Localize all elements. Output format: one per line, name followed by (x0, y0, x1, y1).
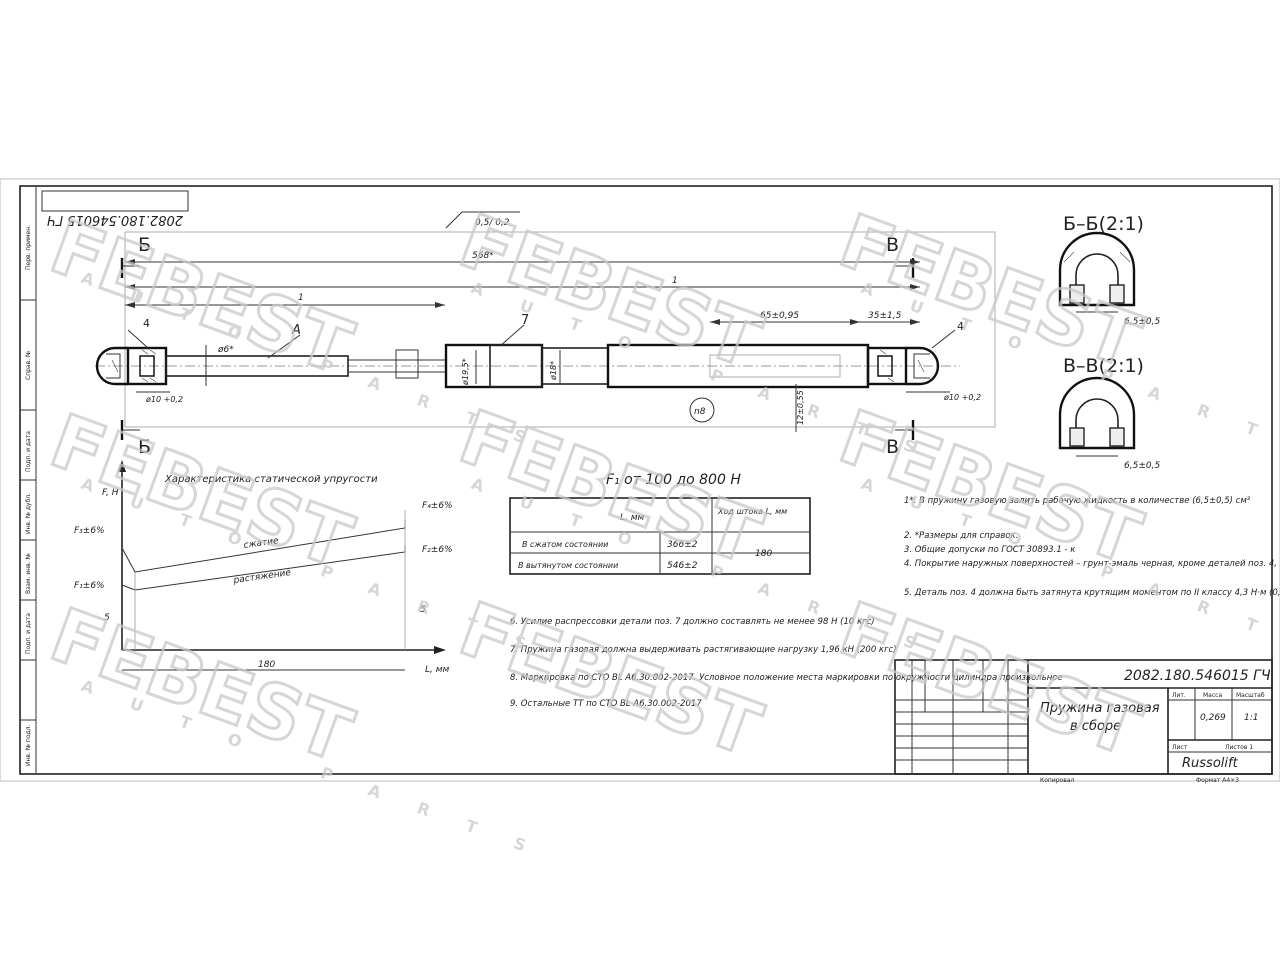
force-chart: Характеристика статической упругости F, … (74, 460, 453, 675)
dim-tube-diam: ø19,5* (461, 358, 470, 386)
chart-x-dim: 180 (258, 660, 275, 670)
dim-rod-text: 1 (298, 293, 304, 303)
side-stamp-3: Подп. и дата (25, 431, 32, 472)
section-cut-b: Б Б (120, 234, 151, 458)
section-v-label-bottom: В (886, 436, 899, 458)
dim-overall-text: 568* (472, 251, 494, 261)
dimension-rod: 1 (125, 293, 445, 308)
dim-rod-diam: ø6* (217, 345, 234, 355)
note-5: 5. Деталь поз. 4 должна быть затянута кр… (904, 588, 1280, 598)
callouts: 4 4 7 A ø6* ø19,5* ø18* 12±0,55 ø10 +0,2… (127, 313, 981, 432)
note-8: 8. Маркировка по СТО ВL А6.30.002-2017. … (510, 673, 1063, 683)
note-3: 3. Общие допуски по ГОСТ 30893.1 - к (904, 545, 1076, 555)
section-view-v: В–В(2:1) 6,5±0,5 (1058, 355, 1160, 471)
gas-spring-drawing (95, 343, 960, 389)
chart-s-left: 5 (104, 613, 110, 623)
side-stamp-6: Подп. и дата (25, 613, 32, 654)
title-company: Russolift (1182, 756, 1239, 771)
title-head-lit: Лит. (1172, 692, 1186, 699)
section-v-dim: 6,5±0,5 (1124, 461, 1160, 471)
dim-tube-end-text: 35±1,5 (868, 311, 902, 321)
title-sheets: Листов 1 (1225, 744, 1253, 751)
chart-f3: F₃±6% (74, 526, 105, 536)
force-title: F₁ от 100 до 800 Н (606, 472, 741, 488)
title-head-scale: Масштаб (1236, 692, 1265, 699)
section-b-label-bottom: Б (138, 436, 151, 458)
table-row1-label: В сжатом состоянии (522, 540, 608, 549)
side-stamp-7: Инв. № подл. (25, 725, 32, 766)
section-v-title: В–В(2:1) (1063, 355, 1144, 377)
title-mass: 0,269 (1200, 713, 1226, 723)
piston-rod (165, 355, 349, 377)
dim-eye-left: ø10 +0,2 (145, 395, 183, 404)
title-head-mass: Масса (1203, 692, 1222, 699)
dim-tube-diam-2: ø18* (549, 361, 558, 381)
roughness-mark: 0,5/ 0,2 (445, 211, 520, 229)
left-stamp-strip: Перв. примен. Справ. № Подп. и дата Инв.… (20, 186, 37, 774)
item-4-left: 4 (143, 317, 150, 330)
section-view-b: Б–Б(2:1) 6,5±0,5 (1058, 213, 1160, 327)
table-row2-label: В вытянутом состоянии (518, 561, 618, 570)
chart-s-right: 5 (420, 605, 426, 615)
title-format: Формат А4×3 (1196, 777, 1239, 784)
side-stamp-2: Справ. № (25, 351, 32, 380)
chart-compress-label: сжатие (243, 536, 280, 551)
dim-offset: 12±0,55 (796, 390, 805, 425)
title-copied: Копировал (1040, 777, 1074, 784)
right-eye-fitting (866, 346, 940, 386)
section-b-title: Б–Б(2:1) (1063, 213, 1144, 235)
section-b-label-top: Б (138, 234, 151, 256)
table-header-stroke: Ход штока L, мм (717, 507, 787, 516)
chart-f2: F₂±6% (422, 545, 453, 555)
mirrored-code-stamp: 2082.180.546015 ГЧ (41, 190, 189, 227)
side-stamp-1: Перв. примен. (25, 225, 32, 270)
force-chart-title: Характеристика статической упругости (164, 474, 378, 485)
marking-callout-circle (689, 397, 715, 423)
note-7: 7. Пружина газовая должна выдерживать ра… (510, 645, 897, 655)
surface-a: A (291, 323, 301, 338)
note-6: 6. Усилие распрессовки детали поз. 7 дол… (510, 617, 875, 627)
side-stamp-5: Взам. инв. № (25, 553, 32, 594)
table-row1-len: 366±2 (667, 540, 698, 550)
chart-y-axis: F, Н (102, 488, 119, 498)
title-code: 2082.180.546015 ГЧ (1124, 668, 1271, 684)
dimension-overall: 568* (125, 251, 920, 265)
title-name-2: в сборе (1070, 719, 1121, 734)
roughness-text: 0,5/ 0,2 (475, 218, 510, 228)
table-stroke-value: 180 (755, 549, 772, 559)
construction-box (124, 231, 996, 428)
chart-x-axis: L, мм (425, 665, 450, 675)
section-b-dim: 6,5±0,5 (1124, 317, 1160, 327)
note-2: 2. *Размеры для справок. (904, 531, 1018, 541)
stroke-table: L, мм Ход штока L, мм В сжатом состоянии… (509, 497, 811, 575)
dimension-tube-part: 65±0,95 35±1,5 (710, 311, 920, 325)
title-scale: 1:1 (1244, 713, 1258, 723)
marking-callout: n8 (694, 407, 706, 417)
notes-left: 6. Усилие распрессовки детали поз. 7 дол… (510, 617, 1063, 709)
section-v-label-top: В (886, 234, 899, 256)
sheet-outer-frame (0, 178, 1280, 782)
table-header-l: L, мм (620, 513, 645, 523)
item-7: 7 (521, 313, 529, 328)
dim-eye-right: ø10 +0,2 (943, 393, 981, 402)
title-sheet: Лист (1172, 744, 1188, 751)
title-name-1: Пружина газовая (1040, 701, 1160, 716)
note-4: 4. Покрытие наружных поверхностей – грун… (904, 559, 1280, 569)
note-9: 9. Остальные ТТ по СТО ВL А6.30.002-2017 (510, 699, 702, 709)
title-block: 2082.180.546015 ГЧ Пружина газовая в сбо… (894, 659, 1273, 784)
item-4-right: 4 (957, 320, 964, 333)
chart-f4: F₄±6% (422, 501, 453, 511)
dim-stroke-text: 1 (672, 276, 678, 286)
chart-f1: F₁±6% (74, 581, 105, 591)
dim-tube-part-text: 65±0,95 (760, 311, 799, 321)
code-stamp-text: 2082.180.546015 ГЧ (47, 212, 183, 227)
side-stamp-4: Инв. № дубл. (25, 493, 32, 534)
table-row2-len: 546±2 (667, 561, 698, 571)
dimension-stroke: 1 (125, 276, 920, 290)
note-1: 1*. В пружину газовую залить рабочую жид… (904, 496, 1251, 506)
notes-right: 1*. В пружину газовую залить рабочую жид… (904, 496, 1280, 598)
